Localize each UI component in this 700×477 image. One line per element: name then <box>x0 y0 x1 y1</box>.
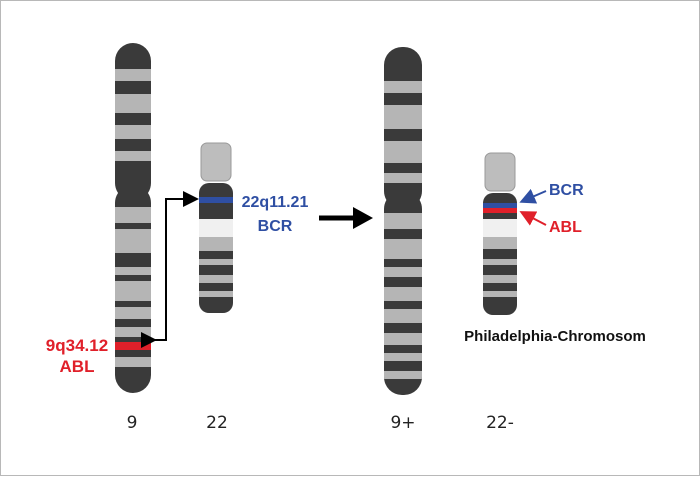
chromosome-band <box>115 357 151 367</box>
chromosome-band <box>384 371 422 379</box>
chromosome-band <box>115 267 151 275</box>
chromosome-band <box>199 259 233 265</box>
chromosome-band <box>199 197 233 203</box>
abl-pointer-arrow <box>519 211 547 226</box>
bcr-pointer-arrow <box>519 188 547 204</box>
chromosome-band <box>384 105 422 129</box>
chromosome-band <box>384 239 422 259</box>
chromosome-band <box>115 281 151 301</box>
chromosome-9-plus <box>384 47 422 395</box>
result-arrow <box>319 207 373 229</box>
philadelphia-label: Philadelphia-Chromosom <box>464 328 646 345</box>
chromosome-band <box>199 291 233 297</box>
chromosome-band <box>384 287 422 301</box>
translocation-arrow <box>141 191 199 348</box>
chromosome-band <box>115 151 151 161</box>
chromosome-22-minus <box>483 152 517 315</box>
abl-name-label: ABL <box>60 357 95 376</box>
bcr-name-label: BCR <box>258 218 293 235</box>
chromosome-band <box>483 259 517 265</box>
chr22-label: 22 <box>206 413 228 433</box>
chromosome-band <box>483 291 517 297</box>
chromosome-22 <box>199 142 233 313</box>
chr9-label: 9 <box>127 413 138 433</box>
chromosome-band <box>115 307 151 319</box>
chromosome-band <box>384 267 422 277</box>
chromosome-band <box>115 69 151 81</box>
chromosome-band <box>483 275 517 283</box>
chromosome-band <box>483 219 517 237</box>
chromosome-band <box>384 333 422 345</box>
chromosome-band <box>199 237 233 251</box>
chromosome-band <box>199 275 233 283</box>
chromosome-band <box>384 353 422 361</box>
chromosome-band <box>384 81 422 93</box>
bcr-locus-label: 22q11.21 <box>242 194 309 211</box>
chromosome-band <box>483 203 517 208</box>
chromosome-band <box>115 94 151 113</box>
abl-arrow-label: ABL <box>549 219 582 236</box>
chromosome-band <box>115 125 151 139</box>
chromosome-band <box>115 342 151 350</box>
chromosome-9 <box>115 43 151 393</box>
chromosome-band <box>384 141 422 163</box>
chromosome-band <box>384 173 422 183</box>
chromosome-band <box>199 219 233 237</box>
chromosome-band <box>384 213 422 229</box>
chromosome-band <box>115 207 151 223</box>
chromosome-band <box>115 327 151 337</box>
chromosome-band <box>115 229 151 253</box>
chromosome-band <box>483 237 517 249</box>
chr9-plus-label: 9+ <box>390 413 415 433</box>
abl-locus-label: 9q34.12 <box>46 336 108 355</box>
bcr-arrow-label: BCR <box>549 182 584 199</box>
chromosome-band <box>483 208 517 213</box>
chr22-minus-label: 22- <box>486 413 514 433</box>
chromosome-band <box>384 309 422 323</box>
